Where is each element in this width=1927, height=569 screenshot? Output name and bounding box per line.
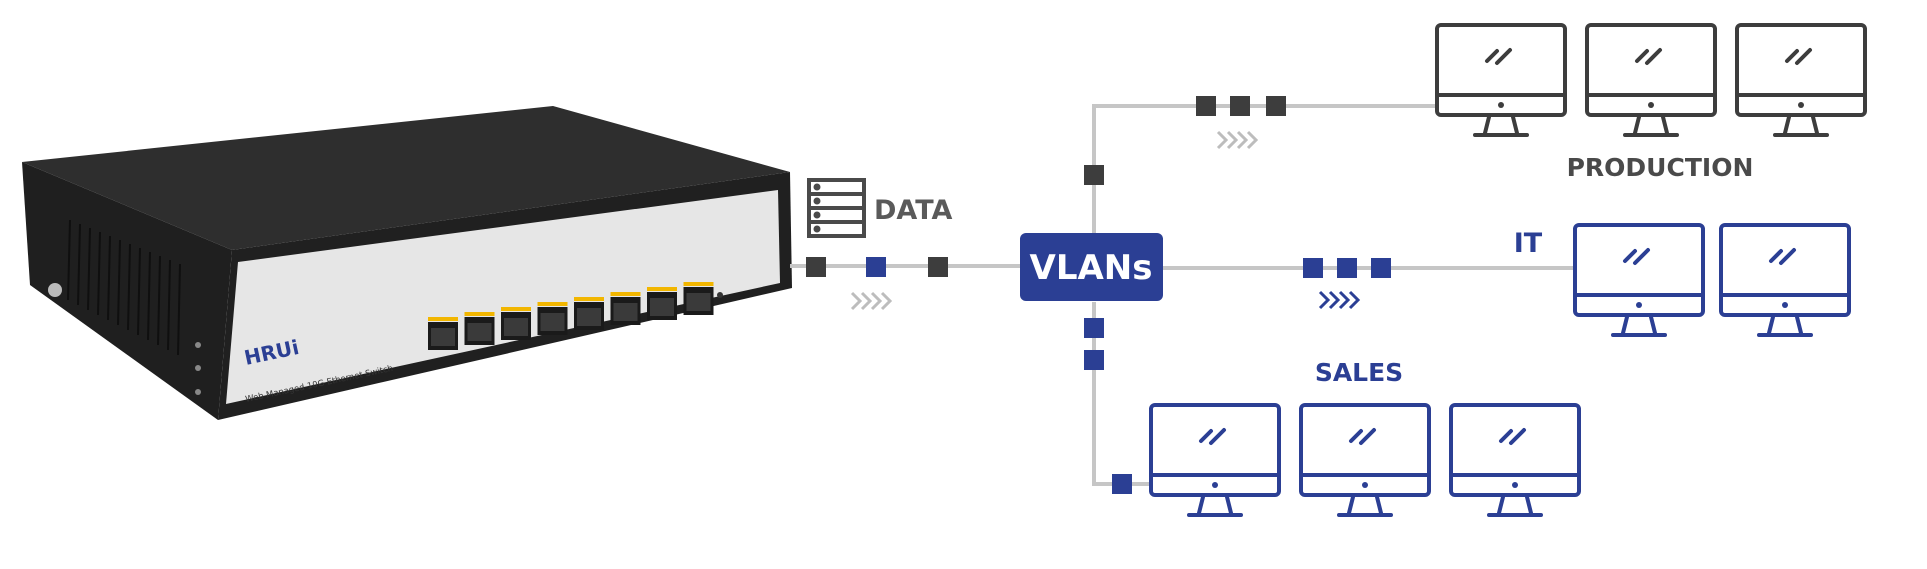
- packet-dark: [1084, 165, 1104, 185]
- vlans-badge: VLANs: [1020, 233, 1163, 301]
- line-vlans-to-production: [1092, 104, 1437, 233]
- packet-blue: [1112, 474, 1132, 494]
- connection-lines: [790, 104, 1575, 486]
- computer-monitor-icon: [1449, 403, 1581, 517]
- packet-blue: [1084, 350, 1104, 370]
- packet-blue: [1371, 258, 1391, 278]
- ethernet-port: [464, 312, 495, 345]
- chevron-arrows-icon: [850, 291, 893, 311]
- sales-label: SALES: [1315, 358, 1403, 387]
- it-computers: [1573, 223, 1851, 337]
- production-computers: [1435, 23, 1867, 137]
- computer-monitor-icon: [1435, 23, 1567, 137]
- switch-left-side: [22, 162, 232, 420]
- ethernet-port: [647, 287, 677, 320]
- sales-computers: [1149, 403, 1581, 517]
- computer-monitor-icon: [1735, 23, 1867, 137]
- ethernet-port: [683, 282, 714, 315]
- network-switch: HRUi Web Managed 10G Ethernet Switch: [22, 106, 792, 420]
- computer-monitor-icon: [1299, 403, 1431, 517]
- packet-blue: [1084, 318, 1104, 338]
- chevron-arrows-icon: [1216, 130, 1259, 150]
- switch-front-panel: [226, 190, 780, 404]
- it-label: IT: [1514, 228, 1543, 259]
- computer-monitor-icon: [1149, 403, 1281, 517]
- computer-monitor-icon: [1585, 23, 1717, 137]
- packet-blue: [1303, 258, 1323, 278]
- ethernet-port: [501, 307, 531, 340]
- packet-blue: [1337, 258, 1357, 278]
- switch-vents: [67, 219, 181, 356]
- computer-monitor-icon: [1719, 223, 1851, 337]
- computer-monitor-icon: [1573, 223, 1705, 337]
- packet-dark: [1196, 96, 1216, 116]
- data-packets: [806, 96, 1391, 494]
- ethernet-port: [610, 292, 641, 325]
- server-icon: [807, 178, 866, 238]
- packet-dark: [1230, 96, 1250, 116]
- switch-ports: [428, 282, 714, 350]
- chevron-arrows-icon: [1318, 290, 1361, 310]
- ethernet-port: [574, 297, 604, 330]
- data-label: DATA: [874, 195, 953, 226]
- switch-top: [22, 106, 790, 250]
- ethernet-port: [537, 302, 568, 335]
- switch-power-jack: [48, 283, 62, 297]
- packet-dark: [1266, 96, 1286, 116]
- ethernet-port: [428, 317, 458, 350]
- vlans-label: VLANs: [1030, 248, 1153, 288]
- packet-dark: [806, 257, 826, 277]
- packet-dark: [928, 257, 948, 277]
- packet-blue: [866, 257, 886, 277]
- production-label: PRODUCTION: [1567, 153, 1754, 182]
- switch-reset-button: [717, 292, 723, 298]
